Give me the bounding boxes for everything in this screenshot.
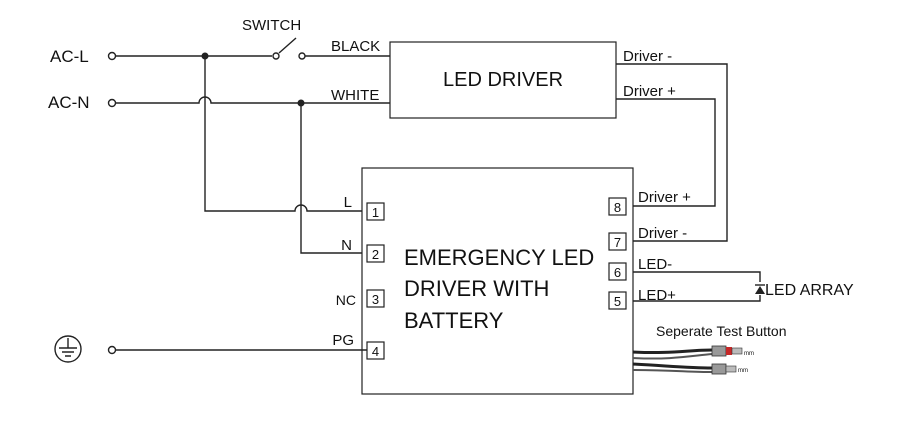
ac-n-terminal [107, 98, 117, 108]
terminal-6 [608, 262, 627, 281]
test-button-unit-top: mm [744, 351, 754, 357]
terminal-l-label: L [344, 194, 352, 211]
terminal-6-num: 6 [614, 265, 621, 280]
ground-icon [54, 335, 82, 363]
black-wire-label: BLACK [331, 38, 380, 55]
terminal-7-label: Driver - [638, 225, 687, 242]
driver-minus-label: Driver - [623, 48, 672, 65]
terminal-3-num: 3 [372, 292, 379, 307]
n-feed-wire [300, 103, 365, 254]
led-minus-wire [633, 271, 761, 282]
switch-contact-a [272, 52, 280, 60]
led-diode-icon [755, 284, 765, 294]
led-driver-title: LED DRIVER [443, 69, 563, 91]
terminal-1-num: 1 [372, 205, 379, 220]
terminal-6-label: LED- [638, 256, 672, 273]
ac-l-terminal [107, 51, 117, 61]
ac-l-label: AC-L [50, 47, 89, 66]
test-button-label: Seperate Test Button [656, 323, 787, 339]
terminal-2 [366, 244, 385, 263]
terminal-8 [608, 197, 627, 216]
terminal-n-label: N [341, 237, 352, 254]
driver-plus-wire [616, 98, 716, 207]
ac-n-label: AC-N [48, 93, 90, 112]
led-driver-box [389, 41, 617, 119]
emergency-driver-box [361, 167, 634, 395]
terminal-1 [366, 202, 385, 221]
terminal-7 [608, 232, 627, 251]
terminal-2-num: 2 [372, 247, 379, 262]
led-array-label: LED ARRAY [765, 282, 854, 299]
switch-contact-b [298, 52, 306, 60]
pg-terminal [107, 345, 117, 355]
driver-plus-label: Driver + [623, 83, 676, 100]
emergency-title-line-1: EMERGENCY LED [404, 245, 594, 270]
test-button-wires [632, 348, 713, 373]
switch-label: SWITCH [242, 17, 301, 34]
terminal-5 [608, 291, 627, 310]
emergency-title-line-2: DRIVER WITH [404, 276, 549, 301]
terminal-5-label: LED+ [638, 287, 676, 304]
terminal-3 [366, 289, 385, 308]
driver-minus-wire [616, 63, 728, 242]
white-wire-label: WHITE [331, 87, 379, 104]
terminal-7-num: 7 [614, 235, 621, 250]
switch-lever [278, 37, 297, 54]
terminal-8-label: Driver + [638, 189, 691, 206]
led-plus-wire [633, 295, 761, 302]
emergency-title-line-3: BATTERY [404, 308, 504, 333]
l-feed-wire [204, 56, 365, 212]
terminal-nc-label: NC [336, 292, 356, 308]
terminal-5-num: 5 [614, 294, 621, 309]
terminal-pg-label: PG [332, 332, 354, 349]
terminal-4-num: 4 [372, 344, 379, 359]
test-button-unit-bottom: mm [738, 368, 748, 374]
terminal-8-num: 8 [614, 200, 621, 215]
test-button-icon [711, 345, 743, 375]
